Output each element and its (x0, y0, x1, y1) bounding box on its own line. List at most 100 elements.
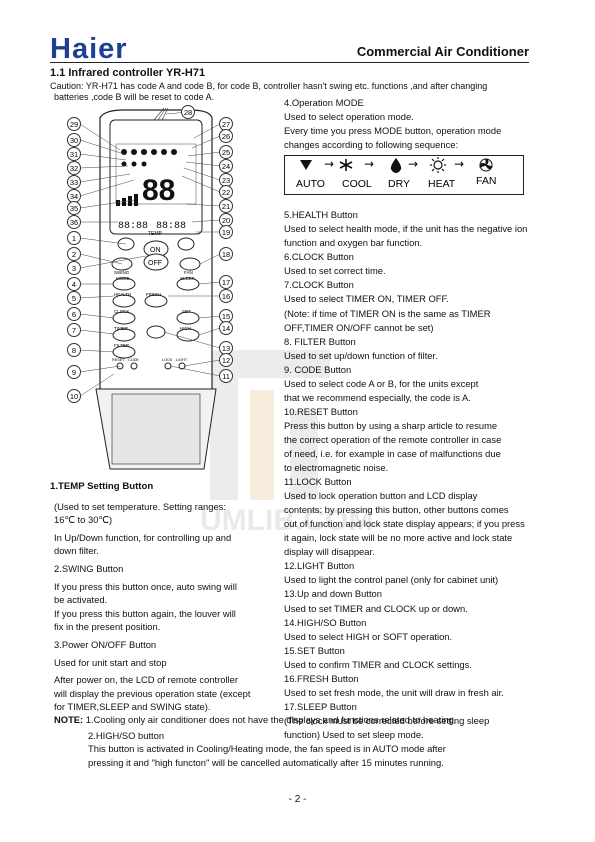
text-line: Used to set up/down function of filter. (284, 349, 438, 361)
watermark-graphic: UMLIB.COM (200, 350, 373, 537)
arrow-icon: → (364, 157, 374, 171)
note-block: NOTE: 1.Cooling only air conditioner doe… (54, 713, 544, 769)
button-off-label: OFF (148, 260, 162, 267)
callout-27: 27 (222, 120, 230, 129)
text-line: 16.FRESH Button (284, 672, 359, 684)
watermark-text: UMLIB.COM (200, 504, 373, 537)
text-line: OFF,TIMER ON/OFF cannot be set) (284, 321, 434, 333)
text-line: Used to set TIMER and CLOCK up or down. (284, 602, 468, 614)
lcd-temperature-digits: 88 (142, 174, 175, 207)
mode-label-heat: HEAT (428, 178, 456, 190)
callout-2: 2 (72, 250, 76, 259)
button-lock-label: LOCK (162, 358, 173, 362)
text-line: Used to set correct time. (284, 265, 386, 277)
text-line: (Used to set temperature. Setting ranges… (54, 500, 226, 512)
button-swing-label: SWING (114, 270, 130, 275)
callout-10: 10 (70, 392, 78, 401)
note-item-2-line-1: This button is activated in Cooling/Heat… (88, 743, 446, 755)
callout-1: 1 (72, 234, 76, 243)
button-reset-label: RESET (112, 358, 125, 362)
text-line: it again, lock state will be no more act… (284, 532, 513, 544)
callout-25: 25 (222, 148, 230, 157)
mode-label-dry: DRY (388, 178, 410, 190)
text-line: changes according to following sequence: (284, 139, 459, 151)
text-line: 2.SWING Button (54, 562, 124, 574)
text-line: 9. CODE Button (284, 363, 352, 375)
callout-22: 22 (222, 188, 230, 197)
button-timer-label: TIMER (114, 326, 129, 331)
note-line: NOTE: 1.Cooling only air conditioner doe… (54, 713, 544, 727)
callout-5: 5 (72, 294, 76, 303)
text-line: Used to select code A or B, for the unit… (284, 377, 479, 389)
text-line: 14.HIGH/SO Button (284, 616, 367, 628)
callout-24: 24 (222, 162, 230, 171)
text-line: out of function and lock state display a… (284, 518, 525, 530)
callout-3: 3 (72, 264, 76, 273)
text-line: 3.Power ON/OFF Button (54, 638, 157, 650)
brand-logo: Haier (50, 33, 128, 65)
mode-label-auto: AUTO (296, 178, 325, 190)
callout-35: 35 (70, 204, 78, 213)
callout-29: 29 (70, 120, 78, 129)
text-line: After power on, the LCD of remote contro… (54, 674, 238, 686)
button-fan-label: FAN (184, 270, 193, 275)
text-line: If you press this button again, the louv… (54, 607, 236, 619)
text-line: Press this button by using a sharp artic… (284, 419, 498, 431)
text-line: Used to set fresh mode, the unit will dr… (284, 686, 504, 698)
text-line: for TIMER,SLEEP and SWING state). (54, 701, 211, 713)
caution-text: Caution: YR-H71 has code A and code B, f… (50, 81, 540, 103)
button-sleep-label: SLEEP (180, 276, 195, 281)
callout-31: 31 (70, 150, 78, 159)
text-line: If you press this button once, auto swin… (54, 580, 237, 592)
text-line: 8. FILTER Button (284, 335, 356, 347)
fan-icon (479, 158, 493, 172)
callout-20: 20 (222, 216, 230, 225)
text-line: 11.LOCK Button (284, 476, 352, 488)
remote-controller-illustration: 88 88:88 88:88 ON OFF TEMP SWING FAN MOD… (67, 105, 233, 470)
callout-32: 32 (70, 164, 78, 173)
text-line: Used to select operation mode. (284, 111, 414, 123)
text-line: (Note: if time of TIMER ON is the same a… (284, 307, 491, 319)
left-column-text: 1.TEMP Setting Button (Used to set tempe… (50, 480, 286, 714)
text-line: 17.SLEEP Button (284, 700, 357, 712)
text-line: Used to lock operation button and LCD di… (284, 490, 478, 502)
lcd-clock-right: 88:88 (156, 221, 186, 232)
text-line: Used to select HIGH or SOFT operation. (284, 630, 453, 642)
auto-mode-icon (300, 160, 312, 170)
callout-33: 33 (70, 178, 78, 187)
note-label: NOTE: (54, 714, 84, 725)
button-set-label: SET (182, 309, 191, 314)
text-line: 7.CLOCK Button (284, 279, 354, 291)
text-line: Used to select TIMER ON, TIMER OFF. (284, 293, 449, 305)
text-line: 6.CLOCK Button (284, 251, 354, 263)
callout-28: 28 (184, 108, 192, 117)
note-item-2-title: 2.HIGH/SO button (88, 729, 165, 741)
arrow-icon: → (324, 157, 334, 171)
callout-15: 15 (222, 312, 230, 321)
callout-11: 11 (222, 372, 230, 381)
text-line: Used to select health mode, if the unit … (284, 223, 528, 235)
callout-36: 36 (70, 218, 78, 227)
arrow-icon: → (454, 157, 464, 171)
callout-34: 34 (70, 192, 78, 201)
section-title: 1.1 Infrared controller YR-H71 (50, 67, 206, 79)
note-item-1: 1.Cooling only air conditioner does not … (85, 714, 457, 725)
callout-19: 19 (222, 228, 230, 237)
header-title: Commercial Air Conditioner (356, 44, 529, 59)
button-fresh-label: FRESH (146, 292, 161, 297)
button-temp-label: TEMP (148, 231, 163, 237)
temp-button-title: 1.TEMP Setting Button (50, 481, 154, 492)
mode-sequence-diagram: → → → → AUTO COOL DRY HEAT FAN (296, 157, 496, 190)
button-mode-label: MODE (116, 276, 130, 281)
text-line: In Up/Down function, for controlling up … (54, 531, 232, 543)
callout-16: 16 (222, 292, 230, 301)
callout-21: 21 (222, 202, 230, 211)
button-on-label: ON (150, 247, 161, 254)
button-light-label: LIGHT (176, 358, 188, 362)
text-line: be activated. (54, 594, 108, 606)
callout-9: 9 (72, 368, 76, 377)
text-line: will display the previous operation stat… (54, 687, 251, 699)
caution-line: batteries ,code B will be reset to code … (54, 92, 215, 102)
text-line: display will disappear. (284, 546, 375, 558)
mode-label-cool: COOL (342, 178, 372, 190)
